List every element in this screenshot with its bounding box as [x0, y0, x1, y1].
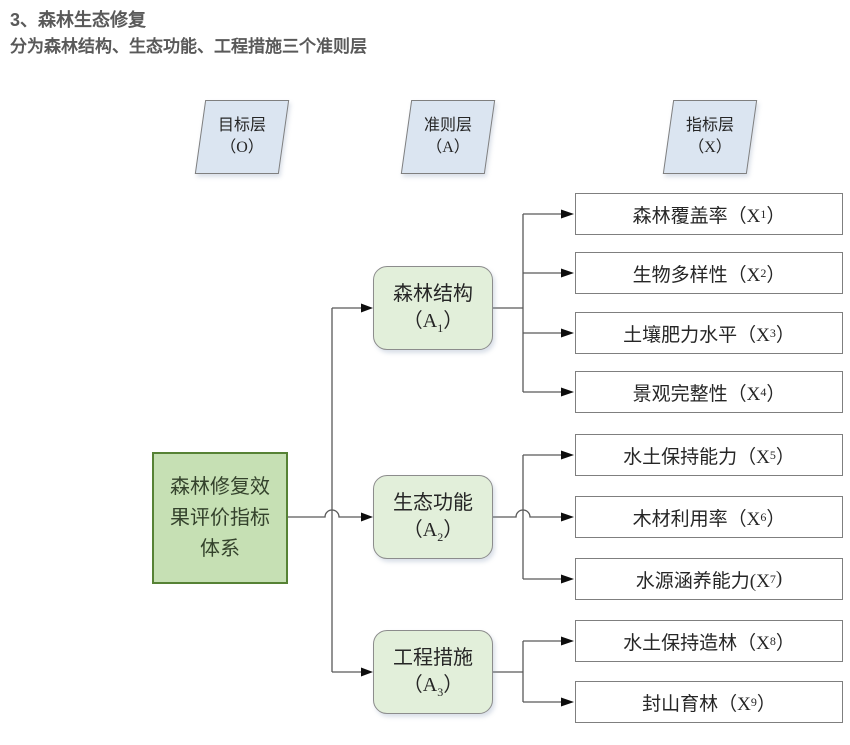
criteria-box-a3: 工程措施 （A3）	[373, 630, 493, 714]
layer-header-objective: 目标层 （O）	[194, 100, 290, 174]
layer-name: 指标层	[685, 117, 734, 134]
heading-line-1: 3、森林生态修复	[10, 10, 147, 30]
criteria-name: 森林结构	[393, 283, 473, 305]
goal-line: 果评价指标	[170, 506, 270, 529]
goal-line: 体系	[200, 537, 240, 560]
heading-line-2: 分为森林结构、生态功能、工程措施三个准则层	[10, 37, 367, 56]
criteria-box-a1: 森林结构 （A1）	[373, 266, 493, 350]
criteria-code: （A1）	[402, 310, 464, 335]
layer-header-criteria: 准则层 （A）	[400, 100, 496, 174]
layer-code: （O）	[220, 139, 264, 156]
page-heading: 3、森林生态修复 分为森林结构、生态功能、工程措施三个准则层	[10, 6, 570, 59]
layer-name: 目标层	[217, 117, 266, 134]
criteria-code: （A2）	[402, 519, 464, 544]
criteria-box-a2: 生态功能 （A2）	[373, 475, 493, 559]
criteria-name: 工程措施	[393, 647, 473, 669]
criteria-name: 生态功能	[393, 492, 473, 514]
layer-code: （A）	[426, 139, 470, 156]
goal-line: 森林修复效	[170, 475, 270, 498]
layer-name: 准则层	[423, 117, 472, 134]
layer-code: （X）	[688, 139, 732, 156]
criteria-code: （A3）	[402, 674, 464, 699]
layer-header-indicator: 指标层 （X）	[662, 100, 758, 174]
goal-box: 森林修复效 果评价指标 体系	[152, 452, 288, 584]
